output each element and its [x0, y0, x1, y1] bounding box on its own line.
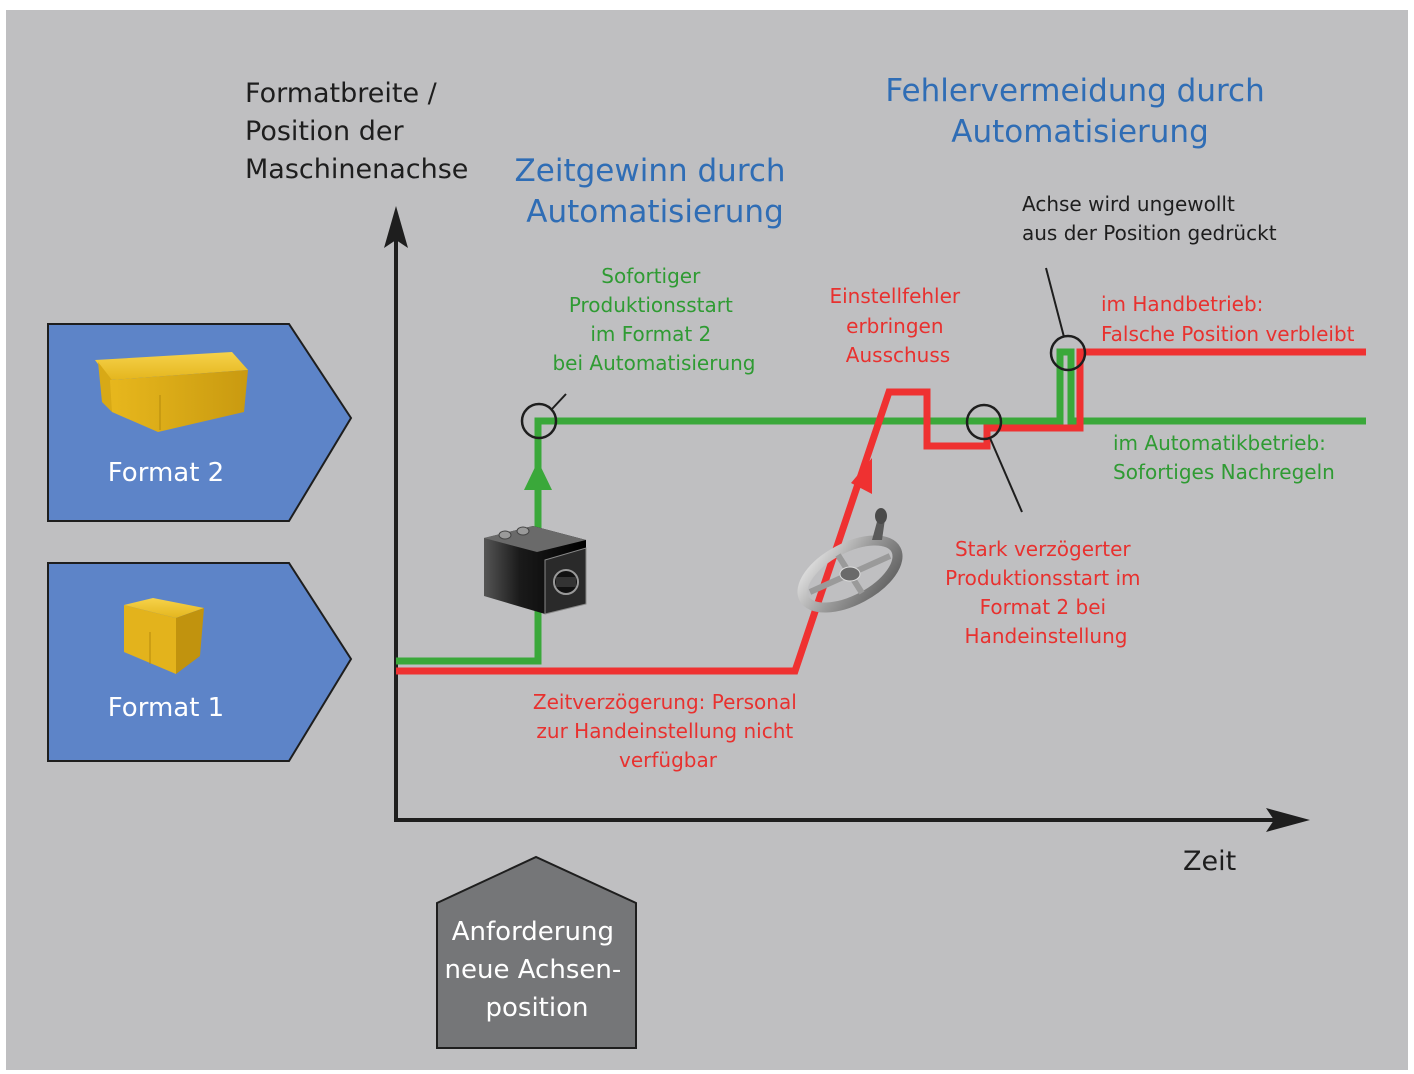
- annotation-handbetrieb: im Handbetrieb: Falsche Position verblei…: [1101, 292, 1355, 346]
- annotation-einstellfehler: Einstellfehler erbringen Ausschuss: [829, 284, 966, 367]
- annotation-automatikbetrieb: im Automatikbetrieb: Sofortiges Nachrege…: [1113, 431, 1335, 484]
- handwheel-icon: [797, 508, 903, 613]
- annotation-achse: Achse wird ungewollt aus der Position ge…: [1022, 192, 1277, 245]
- heading-zeitgewinn: Zeitgewinn durch Automatisierung: [515, 153, 796, 230]
- format1-box: Format 1: [47, 562, 353, 762]
- x-axis-label: Zeit: [1183, 846, 1236, 877]
- x-axis-arrowhead: [1266, 808, 1310, 832]
- x-axis: [394, 808, 1310, 832]
- circle-green-corner: [520, 393, 567, 440]
- request-label: Anforderung neue Achsen- position: [445, 917, 630, 1023]
- annotation-sofortiger: Sofortiger Produktionsstart im Format 2 …: [552, 264, 755, 375]
- background-panel: [6, 10, 1408, 1070]
- heading-fehlervermeidung: Fehlervermeidung durch Automatisierung: [885, 73, 1274, 150]
- annotation-stark: Stark verzögerter Produktionsstart im Fo…: [945, 537, 1147, 648]
- cardboard-box-small-icon: [124, 598, 204, 674]
- automation-curve: [396, 348, 1366, 665]
- manual-curve: [396, 348, 1366, 675]
- y-axis-arrowhead: [384, 206, 408, 248]
- automation-line: [396, 348, 1366, 665]
- manual-line: [396, 348, 1366, 675]
- request-box: Anforderung neue Achsen- position: [436, 855, 637, 1049]
- cardboard-box-large-icon: [95, 352, 248, 432]
- automation-arrowhead: [524, 461, 552, 490]
- circle-correction: [965, 403, 1023, 513]
- y-axis-label: Formatbreite / Position der Maschinenach…: [245, 78, 468, 185]
- annotation-zeitverzoegerung: Zeitverzögerung: Personal zur Handeinste…: [533, 690, 803, 772]
- format2-label: Format 2: [108, 458, 224, 488]
- circle-displacement: [1045, 267, 1087, 372]
- format1-label: Format 1: [108, 693, 224, 723]
- format2-box: Format 2: [47, 323, 353, 522]
- servo-actuator-icon: [484, 526, 587, 615]
- manual-arrowhead: [851, 458, 872, 494]
- y-axis: [384, 206, 408, 822]
